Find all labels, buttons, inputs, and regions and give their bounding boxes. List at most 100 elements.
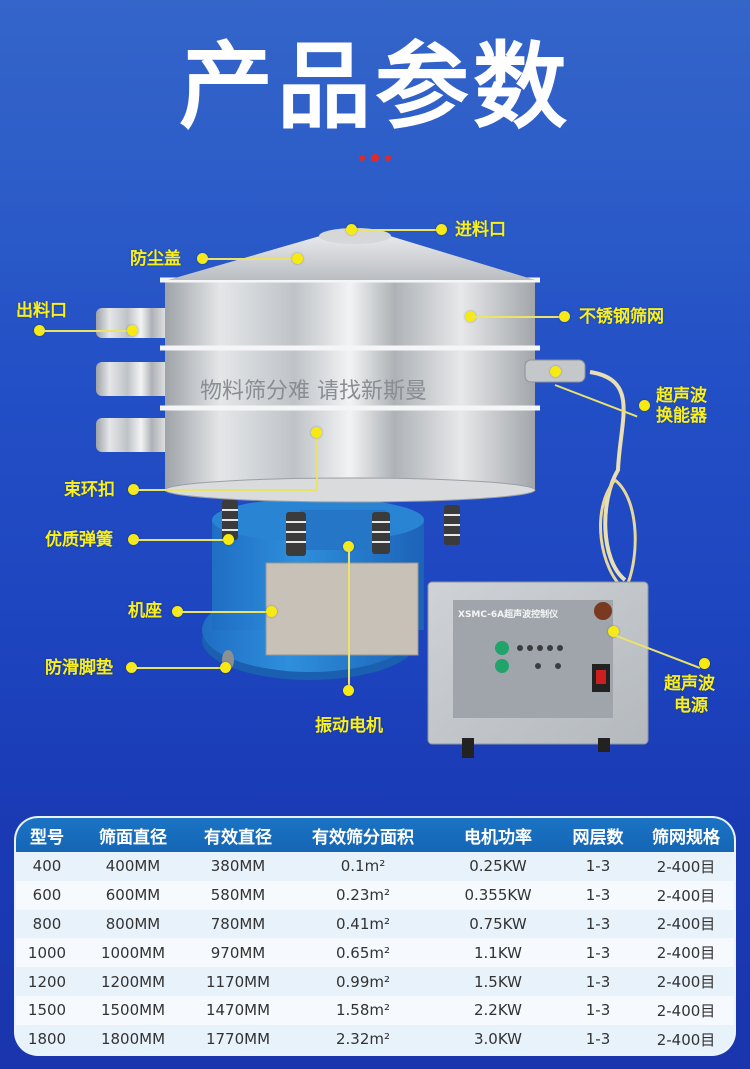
area-unit: m² — [369, 886, 391, 905]
pin-dot — [172, 606, 183, 617]
label-dust-cover: 防尘盖 — [130, 249, 181, 269]
pin-dot — [292, 253, 303, 264]
cell-mesh: 2-400目 — [656, 915, 716, 934]
leader-line — [40, 330, 132, 332]
column-header: 有效筛分面积 — [312, 827, 414, 848]
cell-area: 0.99m² — [288, 973, 438, 991]
column-header: 筛面直径 — [99, 827, 167, 848]
specifications-table: 型号 筛面直径 有效直径 有效筛分面积 电机功率 网层数 筛网规格 400 40… — [16, 818, 734, 1054]
area-unit: m² — [369, 943, 391, 962]
decor-dot — [371, 154, 379, 162]
cell-layers: 1-3 — [585, 943, 611, 962]
cell-area: 0.65m² — [288, 944, 438, 962]
label-ultrasonic-transducer-2: 换能器 — [656, 406, 707, 426]
label-anti-slip-pad: 防滑脚垫 — [45, 658, 113, 678]
cell-model: 400 — [32, 857, 62, 876]
leader-line — [132, 667, 227, 669]
pin-dot — [436, 224, 447, 235]
cell-layers: 1-3 — [585, 914, 611, 933]
cell-layers: 1-3 — [585, 857, 611, 876]
cell-power: 3.0KW — [474, 1030, 522, 1049]
cell-model: 1800 — [27, 1030, 67, 1049]
cell-model: 1500 — [27, 1001, 67, 1020]
table-header-row: 型号 筛面直径 有效直径 有效筛分面积 电机功率 网层数 筛网规格 — [16, 818, 734, 852]
table-row: 600 600MM 580MM 0.23m² 0.355KW 1-3 2-400… — [16, 880, 734, 910]
cell-mesh: 2-400目 — [656, 857, 716, 876]
cell-model: 600 — [32, 886, 62, 905]
cell-effective-diameter: 580MM — [210, 886, 266, 905]
label-clamp-ring: 束环扣 — [64, 480, 115, 500]
label-ultrasonic-power-2: 电源 — [674, 696, 708, 716]
table-row: 800 800MM 780MM 0.41m² 0.75KW 1-3 2-400目 — [16, 909, 734, 939]
table-row: 1800 1800MM 1770MM 2.32m² 3.0KW 1-3 2-40… — [16, 1024, 734, 1054]
pin-dot — [127, 325, 138, 336]
cell-area: 0.23m² — [288, 886, 438, 904]
cell-effective-diameter: 1170MM — [205, 972, 271, 991]
cell-model: 800 — [32, 914, 62, 933]
pin-dot — [559, 311, 570, 322]
pin-dot — [639, 400, 650, 411]
cell-power: 0.25KW — [469, 857, 527, 876]
cell-screen-diameter: 400MM — [105, 857, 161, 876]
page-title: 产品参数 — [178, 33, 571, 142]
leader-line — [134, 539, 229, 541]
label-base: 机座 — [128, 601, 162, 621]
leader-line — [471, 316, 564, 318]
pin-dot — [34, 325, 45, 336]
column-header: 型号 — [30, 827, 64, 848]
cell-power: 0.75KW — [469, 914, 527, 933]
column-header: 网层数 — [572, 827, 624, 848]
area-unit: m² — [369, 1030, 391, 1049]
cell-area: 2.32m² — [288, 1030, 438, 1048]
cell-area: 0.41m² — [288, 915, 438, 933]
cell-model: 1000 — [27, 943, 67, 962]
decor-dot — [359, 155, 365, 161]
label-feed-inlet: 进料口 — [455, 220, 506, 240]
cell-screen-diameter: 600MM — [105, 886, 161, 905]
cell-screen-diameter: 1500MM — [100, 1001, 166, 1020]
cell-mesh: 2-400目 — [656, 886, 716, 905]
area-value: 0.23 — [335, 886, 370, 905]
cell-screen-diameter: 1200MM — [100, 972, 166, 991]
cell-layers: 1-3 — [585, 972, 611, 991]
pin-dot — [197, 253, 208, 264]
table-row: 400 400MM 380MM 0.1m² 0.25KW 1-3 2-400目 — [16, 852, 734, 881]
watermark-text: 物料筛分难 请找新斯曼 — [200, 379, 427, 404]
label-ultrasonic-transducer-1: 超声波 — [656, 386, 707, 406]
pin-dot — [346, 224, 357, 235]
label-quality-spring: 优质弹簧 — [45, 530, 113, 550]
table-row: 1000 1000MM 970MM 0.65m² 1.1KW 1-3 2-400… — [16, 938, 734, 968]
cell-layers: 1-3 — [585, 1001, 611, 1020]
pin-dot — [128, 534, 139, 545]
pin-dot — [465, 311, 476, 322]
pin-dot — [550, 366, 561, 377]
area-value: 0.65 — [335, 943, 370, 962]
area-value: 0.1 — [340, 857, 365, 876]
title-decor-dots — [0, 154, 750, 162]
area-value: 2.32 — [335, 1030, 370, 1049]
cell-mesh: 2-400目 — [656, 973, 716, 992]
area-unit: m² — [369, 1001, 391, 1020]
cell-effective-diameter: 1770MM — [205, 1030, 271, 1049]
column-header: 有效直径 — [204, 827, 272, 848]
cell-screen-diameter: 1800MM — [100, 1030, 166, 1049]
leader-line — [178, 611, 272, 613]
table-body: 400 400MM 380MM 0.1m² 0.25KW 1-3 2-400目 … — [16, 852, 734, 1054]
area-value: 1.58 — [335, 1001, 370, 1020]
pin-dot — [608, 626, 619, 637]
cell-mesh: 2-400目 — [656, 944, 716, 963]
column-header: 电机功率 — [464, 827, 532, 848]
cell-screen-diameter: 1000MM — [100, 943, 166, 962]
cell-effective-diameter: 380MM — [210, 857, 266, 876]
area-unit: m² — [369, 914, 391, 933]
pin-dot — [311, 427, 322, 438]
cell-model: 1200 — [27, 972, 67, 991]
pin-dot — [266, 606, 277, 617]
label-stainless-mesh: 不锈钢筛网 — [579, 307, 664, 327]
leader-line — [203, 258, 298, 260]
controller-title: XSMC-6A超声波控制仪 — [458, 608, 559, 620]
cell-mesh: 2-400目 — [656, 1001, 716, 1020]
ultrasonic-sieve-machine-illustration: 物料筛分难 请找新斯曼 XSMC-6A超声波控制仪 — [96, 228, 649, 758]
area-value: 0.99 — [335, 972, 370, 991]
